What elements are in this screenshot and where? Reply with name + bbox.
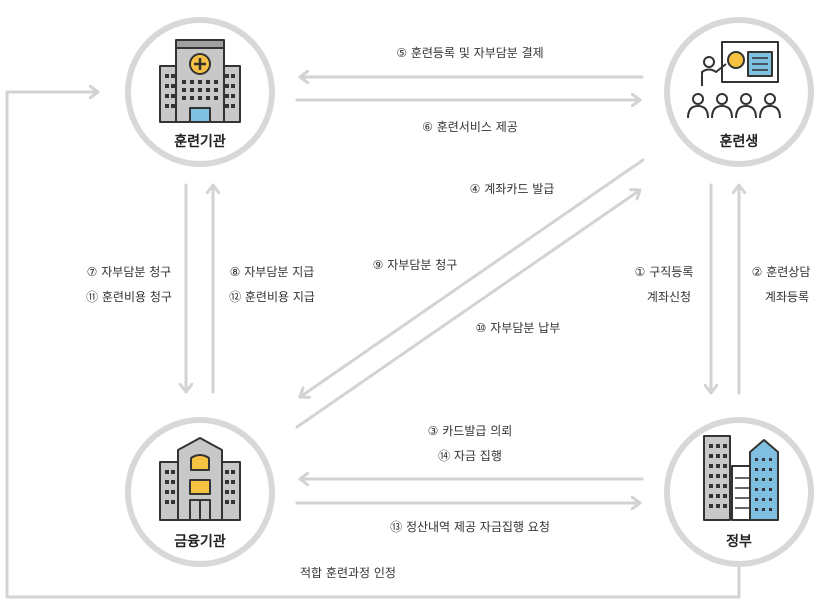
edge-label-e4: ④ 계좌카드 발급 — [470, 182, 555, 196]
edge-label-e8: ⑧ 자부담분 지급 — [230, 265, 315, 279]
edge-label-e2a: ② 훈련상담 — [752, 265, 811, 279]
edge-label-e7: ⑦ 자부담분 청구 — [87, 265, 172, 279]
city-buildings-icon — [703, 435, 779, 521]
edge-label-e3: ③ 카드발급 의뢰 — [428, 424, 513, 438]
node-label-trainee: 훈련생 — [720, 133, 759, 150]
node-label-government: 정부 — [726, 533, 752, 550]
hospital-building-icon — [159, 39, 241, 123]
edge-label-e11: ⑪ 훈련비용 청구 — [86, 290, 172, 304]
flow-arrows — [5, 77, 741, 599]
arrow-e4-e9 — [298, 158, 645, 397]
edge-label-e2b: 계좌등록 — [765, 290, 809, 304]
edge-label-e10: ⑩ 자부담분 납부 — [476, 321, 561, 335]
edge-label-e13: ⑬ 정산내역 제공 자금집행 요청 — [390, 519, 550, 534]
edge-label-e12: ⑫ 훈련비용 지급 — [229, 290, 315, 304]
edge-label-e1b: 계좌신청 — [647, 290, 691, 304]
edge-labels: ⑤ 훈련등록 및 자부담분 결제 ⑥ 훈련서비스 제공 ④ 계좌카드 발급 ⑨ … — [86, 46, 810, 580]
edge-label-e9: ⑨ 자부담분 청구 — [373, 258, 458, 272]
node-trainee: 훈련생 — [664, 17, 814, 167]
edge-label-certify: 적합 훈련과정 인정 — [300, 566, 396, 580]
bank-building-icon — [159, 437, 241, 521]
presentation-audience-icon — [687, 41, 781, 119]
node-label-training-institution: 훈련기관 — [174, 133, 226, 150]
node-government: 정부 — [664, 417, 814, 567]
edge-label-e6: ⑥ 훈련서비스 제공 — [422, 120, 518, 134]
node-financial-institution: 금융기관 — [125, 417, 275, 567]
edge-label-e1a: ① 구직등록 — [635, 265, 694, 279]
node-label-financial-institution: 금융기관 — [174, 533, 226, 550]
arrow-certify — [5, 92, 741, 599]
arrow-e10 — [295, 190, 642, 429]
edge-label-e14: ⑭ 자금 집행 — [438, 448, 502, 463]
edge-label-e5: ⑤ 훈련등록 및 자부담분 결제 — [396, 46, 543, 60]
node-training-institution: 훈련기관 — [125, 17, 275, 167]
